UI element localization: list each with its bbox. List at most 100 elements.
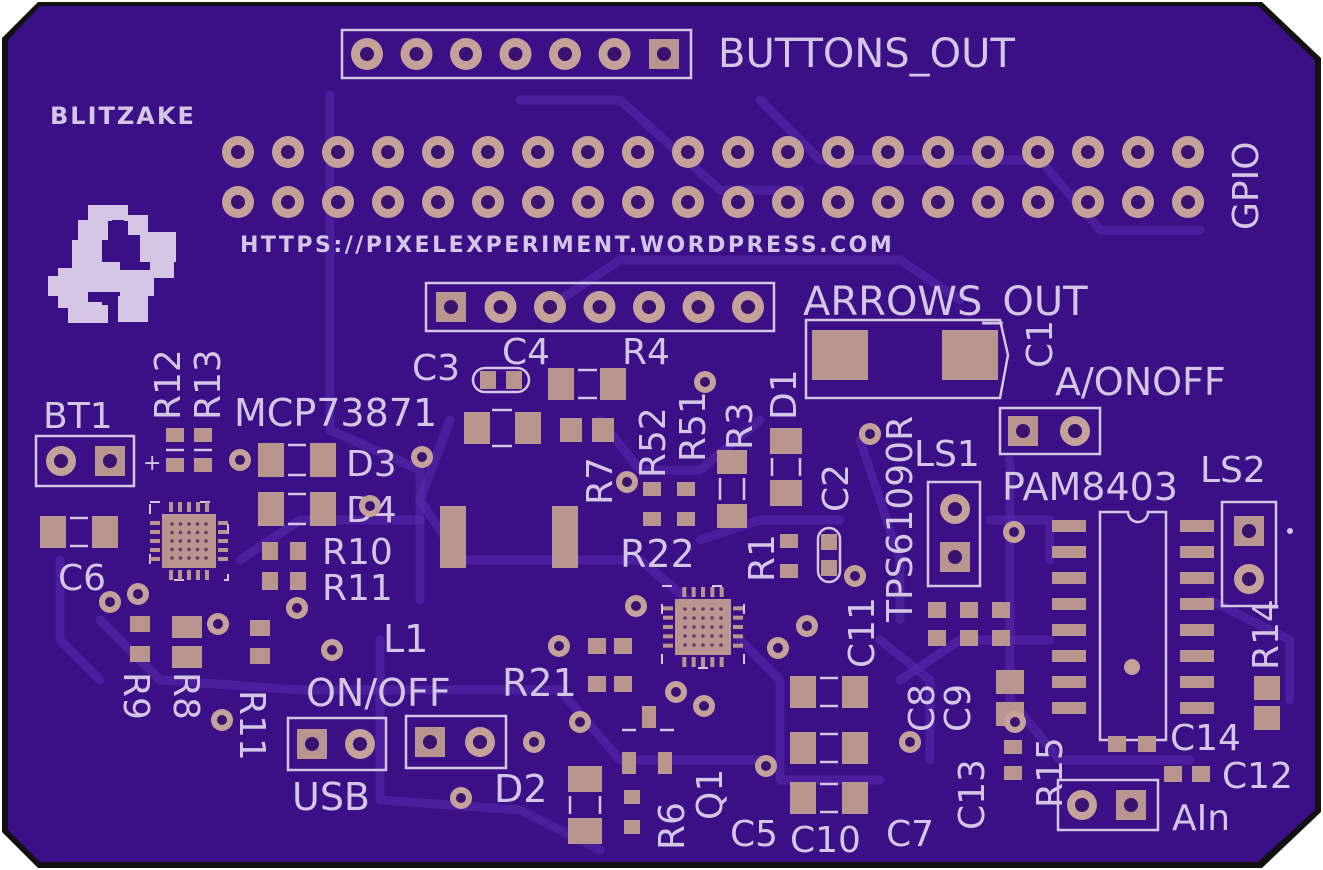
gpio-pin <box>572 136 604 168</box>
via <box>625 595 647 617</box>
buttons-out-pin <box>499 38 532 70</box>
r21-label: R21 <box>502 661 577 705</box>
gpio-pin <box>522 136 554 168</box>
ain-label: AIn <box>1172 798 1230 839</box>
via <box>286 597 308 619</box>
tps-label: TPS61090R <box>880 416 921 623</box>
url-text: HTTPS://PIXELEXPERIMENT.WORDPRESS.COM <box>240 233 894 258</box>
r10-label: R10 <box>322 532 393 573</box>
gpio-pin <box>1172 136 1204 168</box>
via <box>694 371 716 393</box>
r9-r8-resistors <box>130 616 270 668</box>
r12-label: R12 <box>148 349 189 420</box>
buttons-out-pin <box>649 39 679 69</box>
tps61090-chip <box>661 585 745 669</box>
gpio-pin <box>972 136 1004 168</box>
r14-label: R14 <box>1246 599 1287 670</box>
c2-label: C2 <box>816 464 857 512</box>
arrows-out-pin <box>484 291 517 323</box>
gpio-pin <box>1072 186 1104 218</box>
arrows-out-pin <box>633 291 665 323</box>
via <box>321 639 343 661</box>
buttons-out-pin <box>351 38 383 70</box>
buttons-out-pin <box>549 38 581 70</box>
gpio-pin <box>422 136 454 168</box>
via <box>1003 521 1025 543</box>
buttons-out-pin <box>598 38 631 70</box>
gpio-pin <box>872 186 904 218</box>
c13-label: C13 <box>952 759 993 830</box>
a-onoff-label: A/ONOFF <box>1055 360 1226 404</box>
bt1-connector <box>34 434 136 488</box>
arrows-out-label: ARROWS_OUT <box>803 279 1088 325</box>
r13-label: R13 <box>188 349 229 420</box>
c6-label: C6 <box>58 558 106 599</box>
gpio-header <box>222 136 1204 218</box>
gpio-pin <box>972 186 1004 218</box>
via <box>411 446 433 468</box>
l1-inductor <box>440 506 578 568</box>
via <box>359 495 381 517</box>
gpio-pin <box>472 186 504 218</box>
gpio-pin <box>1172 186 1204 218</box>
via <box>523 731 545 753</box>
d1-diode <box>770 428 802 506</box>
c11-label: C11 <box>842 597 883 668</box>
ls1-connector <box>926 480 982 588</box>
via <box>796 615 818 637</box>
r12-r13-resistors <box>166 428 212 472</box>
arrows-out-pin <box>583 291 616 323</box>
via <box>844 565 866 587</box>
c14-capacitor <box>1108 736 1156 752</box>
r8-label: R8 <box>165 672 206 720</box>
c12-label: C12 <box>1222 756 1293 797</box>
c5-c10-c7-capacitors <box>790 676 868 814</box>
d4-diode <box>258 492 336 526</box>
gpio-pin <box>1022 136 1054 168</box>
gpio-pin <box>522 186 554 218</box>
q1-transistor <box>622 706 674 774</box>
on-off-label: ON/OFF <box>306 671 451 715</box>
ls1-label: LS1 <box>914 434 980 475</box>
c14-label: C14 <box>1170 718 1241 759</box>
gpio-pin <box>222 136 254 168</box>
r3-label: R3 <box>720 402 761 450</box>
buttons-out-label: BUTTONS_OUT <box>718 31 1015 77</box>
c1-capacitor <box>804 318 1010 400</box>
mcp73871-chip <box>149 501 229 581</box>
via <box>665 681 687 703</box>
gpio-pin <box>722 186 754 218</box>
via <box>767 637 789 659</box>
gpio-pin <box>322 136 354 168</box>
bt1-label: BT1 <box>43 396 113 437</box>
gpio-pin <box>622 186 654 218</box>
gpio-pin <box>822 136 854 168</box>
r3-resistor <box>717 450 747 528</box>
via <box>548 635 570 657</box>
vias <box>99 371 1026 809</box>
gpio-pin <box>372 186 404 218</box>
pixel-dino-icon <box>48 205 176 323</box>
bt1-plus: + <box>143 451 161 476</box>
copper-traces <box>55 90 1295 855</box>
gpio-pin <box>572 186 604 218</box>
r1-label: R1 <box>742 534 783 582</box>
buttons-out-pin <box>450 38 482 70</box>
usb-label: USB <box>292 775 370 819</box>
gpio-pin <box>872 136 904 168</box>
gpio-pin <box>622 136 654 168</box>
arrows-out-pin <box>682 291 715 323</box>
via <box>616 471 638 493</box>
gpio-pin <box>772 186 804 218</box>
gpio-pin <box>672 136 704 168</box>
r21-resistors <box>588 638 632 692</box>
c9-label: C9 <box>938 684 979 732</box>
ain-connector <box>1056 778 1160 832</box>
on-off-switch <box>404 714 508 770</box>
r11b-label: R11 <box>231 690 272 761</box>
d3-diode <box>258 443 336 477</box>
buttons-out-pin <box>400 38 433 70</box>
r51-label: R51 <box>673 391 714 462</box>
r11-label: R11 <box>322 568 393 609</box>
